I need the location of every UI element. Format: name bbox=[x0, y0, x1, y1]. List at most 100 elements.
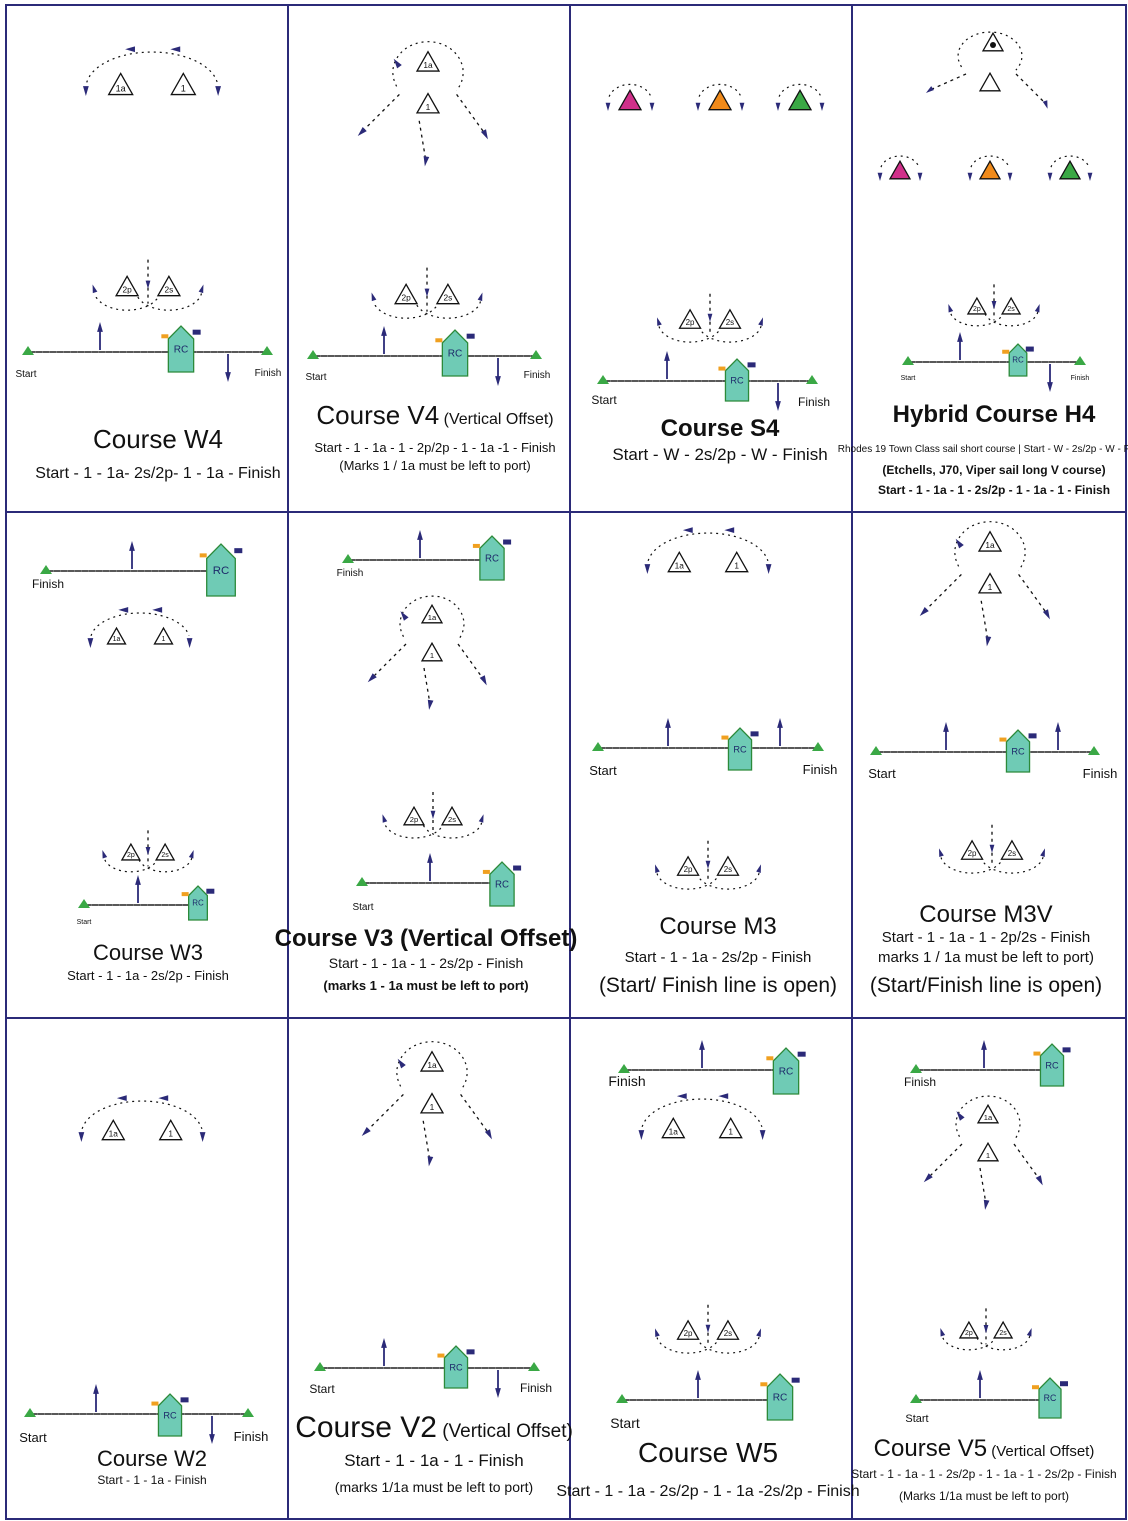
m3v-line-2: (Start/Finish line is open) bbox=[870, 974, 1102, 997]
h4-colored-mark-0 bbox=[888, 159, 912, 180]
m3v-vertical-arrow-l bbox=[919, 607, 929, 617]
m3v-vertical-leg-r bbox=[1018, 574, 1048, 615]
v3-line-start-buoy bbox=[356, 877, 368, 886]
v4-title: Course V4 (Vertical Offset) bbox=[316, 400, 553, 430]
w5-line-start-buoy bbox=[616, 1394, 628, 1403]
w5-gate-arrow-c bbox=[705, 1324, 711, 1333]
h4-gate-mark-2s bbox=[1000, 296, 1022, 315]
m3-windward-arrow-l bbox=[644, 564, 651, 574]
m3v-vertical-leg-l bbox=[923, 573, 962, 613]
m3v-gate-arrow-l bbox=[939, 848, 944, 857]
v5-line-start-label: Start bbox=[905, 1413, 928, 1425]
v2-line-start-buoy bbox=[314, 1362, 326, 1371]
v3-vertical-mark-1 bbox=[420, 641, 444, 662]
m3v-title: Course M3V bbox=[919, 901, 1052, 928]
m3v-gate-mark-2s-label: 2s bbox=[1008, 849, 1016, 858]
w2-line-finish-buoy bbox=[242, 1408, 254, 1417]
m3v-gate-arc-r bbox=[980, 856, 1044, 874]
w2-windward-arrow-r bbox=[199, 1132, 206, 1142]
w2-windward-arc bbox=[81, 1100, 203, 1130]
m3-line-start-buoy bbox=[592, 742, 604, 751]
s4-rc-label: RC bbox=[730, 375, 744, 385]
w3-finish-line-start-buoy bbox=[40, 565, 52, 574]
v5-line-start-buoy bbox=[910, 1394, 922, 1403]
m3v-gate-arrow-c bbox=[989, 844, 995, 853]
w2-line-down-head-0 bbox=[209, 1434, 215, 1444]
w5-windward-arc bbox=[641, 1098, 763, 1128]
s4-marks-arrow-r-1 bbox=[739, 102, 745, 111]
h4-mark-w-dot bbox=[990, 42, 996, 48]
v4-rc-label: RC bbox=[448, 349, 463, 360]
m3-gate-arrow-c bbox=[705, 860, 711, 869]
v3-rc-label: RC bbox=[495, 880, 509, 891]
w5-gate-mark-2s bbox=[716, 1319, 740, 1340]
m3v-rc-label: RC bbox=[1011, 746, 1025, 756]
w4-gate-mark-2p-label: 2p bbox=[122, 285, 132, 295]
v4-vertical-leg-r bbox=[456, 94, 486, 135]
w3-rc-flag-orange bbox=[181, 892, 189, 897]
h4-gate-arrow-l bbox=[948, 303, 954, 313]
w5-windward-arrow-r bbox=[759, 1130, 766, 1140]
v4-rc-hull bbox=[441, 329, 469, 377]
h4-colored-arrow-r-1 bbox=[1007, 172, 1013, 181]
v3-gate-arrow-r bbox=[478, 814, 484, 823]
m3-rc-flag-orange bbox=[721, 735, 729, 740]
h4-gate-arc-l bbox=[949, 311, 1005, 327]
w4-line-start-label: Start bbox=[15, 369, 36, 380]
w5-rc-flag-orange bbox=[760, 1382, 768, 1387]
h4-line-0: Rhodes 19 Town Class sail short course |… bbox=[838, 444, 1128, 455]
h4-line-start-label: Start bbox=[901, 375, 916, 382]
m3v-line-start-label: Start bbox=[868, 766, 896, 781]
v5-gate-arrow-l bbox=[940, 1327, 946, 1337]
v4-gate-arrow-c bbox=[424, 288, 430, 297]
m3v-line-up-head-0 bbox=[943, 722, 949, 732]
v3-vertical-arc-top bbox=[399, 595, 465, 641]
v2-vertical-mark-1a-label: 1a bbox=[427, 1060, 437, 1070]
v5-vertical-arrow-tl bbox=[956, 1111, 965, 1121]
m3v-vertical-arrow-tl bbox=[955, 538, 964, 549]
h4-rc-flag-blue bbox=[1025, 346, 1034, 352]
v3-line-up-head-0 bbox=[427, 853, 433, 863]
w5-line-start-label: Start bbox=[610, 1415, 640, 1431]
w4-rc-flag-blue bbox=[192, 329, 201, 335]
m3-rc-label: RC bbox=[733, 744, 747, 754]
h4-line-up-head-0 bbox=[957, 332, 963, 342]
w4-windward-arrow-top2 bbox=[170, 46, 181, 53]
v5-gate-arrow-r bbox=[1026, 1327, 1032, 1337]
w2-rc-flag-orange bbox=[151, 1401, 159, 1406]
v3-gate-arrow-l bbox=[382, 814, 388, 823]
m3-gate-arrow-r bbox=[756, 864, 761, 873]
v2-line-finish-buoy bbox=[528, 1362, 540, 1371]
v5-rc-flag-orange bbox=[1032, 1385, 1039, 1390]
v5-vertical-mark-1a-label: 1a bbox=[984, 1113, 993, 1122]
s4-gate-arrow-l bbox=[657, 317, 662, 326]
v3-line-0: Start - 1 - 1a - 1 - 2s/2p - Finish bbox=[329, 955, 524, 971]
w3-windward-arrow-top2 bbox=[152, 607, 163, 613]
m3-gate-arc-l bbox=[656, 872, 720, 890]
s4-marks-mark-0 bbox=[617, 89, 643, 111]
v3-finish-line-finish-label: Finish bbox=[337, 568, 364, 579]
v4-gate-arrow-r bbox=[477, 292, 483, 302]
w3-rc-label: RC bbox=[192, 899, 204, 908]
v4-gate-mark-2s-label: 2s bbox=[443, 293, 452, 303]
m3-windward-mark-1a bbox=[667, 551, 692, 573]
v5-gate-mark-2p bbox=[958, 1320, 980, 1339]
w2-title: Course W2 bbox=[97, 1446, 207, 1471]
w5-finish-line-start-buoy bbox=[618, 1064, 630, 1073]
w5-windward-arrow-l bbox=[638, 1130, 645, 1140]
w3-windward-arrow-r bbox=[186, 638, 193, 648]
v2-line-0: Start - 1 - 1a - 1 - Finish bbox=[344, 1451, 524, 1470]
v4-line-finish-label: Finish bbox=[524, 370, 551, 381]
v4-gate-arrow-l bbox=[371, 292, 377, 302]
w4-windward-arc bbox=[86, 51, 218, 83]
s4-line-finish-label: Finish bbox=[798, 395, 830, 409]
w4-line-up-head-0 bbox=[97, 322, 103, 332]
m3v-rc-flag-orange bbox=[999, 737, 1007, 742]
w5-rc-top-flag-orange bbox=[766, 1056, 774, 1061]
h4-colored-mark-2 bbox=[1058, 159, 1082, 180]
v5-rc-top-flag-orange bbox=[1033, 1051, 1041, 1056]
s4-marks-arc-2 bbox=[778, 83, 822, 97]
w3-gate-arrow-l bbox=[102, 849, 108, 859]
v3-vertical-leg-r bbox=[457, 643, 485, 681]
w3-gate-arc-l bbox=[103, 857, 159, 873]
